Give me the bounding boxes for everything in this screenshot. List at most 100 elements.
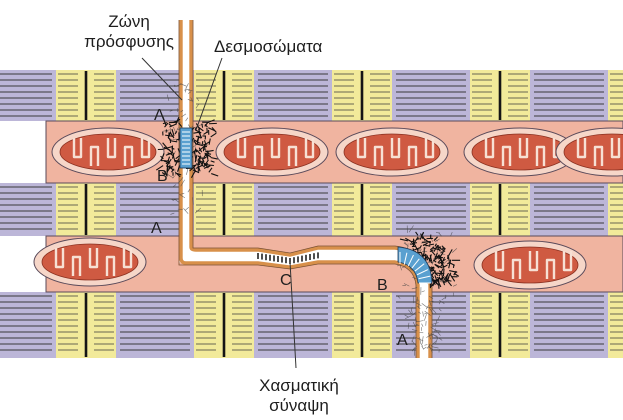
marker-a-bottom: A: [397, 332, 408, 349]
plaque-fibre: [168, 123, 173, 127]
plaque-fibre: [203, 165, 211, 169]
plaque-fibre: [165, 152, 174, 156]
adherens-fibre: [187, 99, 193, 102]
plaque-fibre: [434, 272, 439, 277]
adherens-fibre: [187, 188, 191, 193]
plaque-fibre: [202, 156, 207, 160]
adherens-fibre: [423, 346, 427, 350]
adherens-fibre: [426, 333, 433, 338]
mitochondrion: [335, 127, 449, 177]
adherens-fibre: [172, 138, 177, 141]
adherens-fibre: [416, 337, 424, 342]
mitochondrion: [33, 237, 147, 287]
plaque-fibre: [441, 247, 446, 251]
plaque-fibre: [210, 132, 217, 138]
membrane-edge-left: [178, 20, 417, 358]
adherens-fibre: [407, 322, 410, 329]
a-band: [254, 292, 332, 358]
plaque-fibre: [447, 275, 450, 280]
adherens-fibre: [435, 320, 438, 326]
plaque-fibre: [169, 139, 172, 144]
plaque-fibre: [415, 231, 419, 236]
plaque-fibre: [440, 251, 445, 253]
plaque-fibre: [203, 131, 208, 135]
plaque-fibre: [448, 249, 453, 256]
adherens-fibre: [412, 312, 416, 316]
plaque-fibre: [161, 172, 166, 175]
adherens-fibre: [172, 184, 177, 188]
desmosome-upper: [155, 116, 219, 179]
plaque-fibre: [201, 123, 204, 128]
adherens-fibre: [184, 206, 189, 211]
plaque-fibre: [432, 247, 441, 251]
a-band: [254, 183, 332, 236]
plaque-fibre: [196, 149, 201, 155]
adherens-fibre: [424, 310, 431, 316]
adherens-fibre: [426, 343, 432, 349]
adherens-fibre: [406, 243, 409, 249]
adherens-fibre: [452, 292, 455, 297]
desmosome-striation: [416, 269, 429, 276]
plaque-fibre: [433, 236, 438, 242]
a-band: [530, 292, 608, 358]
plaque-fibre: [207, 164, 214, 167]
plaque-fibre: [160, 153, 165, 162]
a-band: [530, 70, 608, 121]
plaque-fibre: [448, 261, 455, 266]
desmosome-striation: [403, 252, 408, 265]
adherens-fibre: [180, 109, 184, 113]
plaque-fibre: [424, 255, 427, 261]
marker-b-top: B: [157, 168, 168, 185]
myofilament-lines: [0, 73, 623, 351]
adherens-fibre: [403, 283, 410, 287]
plaque-fibre: [436, 272, 441, 275]
adherens-fibre: [194, 207, 202, 214]
plaque-fibre: [441, 245, 446, 250]
plaque-fibre: [162, 142, 168, 149]
label-gap-junction: Χασματική σύναψη: [234, 376, 364, 416]
mitochondrion-cristae: [72, 138, 151, 166]
adherens-fibre: [439, 300, 445, 305]
adherens-fibre: [443, 277, 447, 283]
mitochondrion: [555, 127, 623, 177]
adherens-fibre: [438, 337, 443, 341]
adherens-fibre: [453, 284, 458, 287]
adherens-fibre: [397, 264, 401, 267]
adherens-fibre: [396, 295, 401, 299]
adherens-fibre: [408, 309, 413, 316]
adherens-fibre: [438, 308, 442, 312]
plaque-fibre: [196, 135, 200, 145]
mitochondria: [33, 127, 623, 290]
plaque-fibre: [430, 281, 436, 288]
leader-fascia-adherens: [141, 57, 183, 101]
plaque-fibre: [437, 276, 441, 283]
plaque-fibre: [206, 149, 214, 153]
plaque-fibre: [434, 264, 440, 269]
adherens-fibre: [412, 321, 416, 328]
adherens-fibre: [181, 113, 187, 118]
a-band: [254, 70, 332, 121]
adherens-fibre: [421, 336, 424, 345]
adherens-fibre: [450, 232, 453, 237]
plaque-fibre: [448, 272, 452, 276]
a-band: [116, 292, 194, 358]
z-lines: [84, 71, 502, 357]
plaque-fibre: [176, 172, 182, 176]
plaque-fibre: [167, 131, 172, 138]
plaque-fibre: [423, 238, 431, 244]
adherens-fibre: [174, 83, 182, 88]
plaque-fibre: [204, 152, 212, 158]
adherens-fibre: [184, 88, 191, 91]
i-band: [608, 292, 623, 358]
adherens-fibre: [429, 300, 432, 307]
plaque-fibre: [426, 256, 433, 264]
plaque-fibre: [434, 255, 441, 260]
adherens-fibre: [424, 314, 427, 321]
plaque-fibre: [210, 156, 218, 160]
plaque-fibre: [171, 168, 175, 173]
plaque-fibre: [399, 238, 409, 242]
plaque-fibre: [171, 140, 178, 143]
plaque-fibre: [440, 261, 444, 267]
plaque-fibre: [155, 165, 164, 171]
adherens-fibre: [434, 238, 440, 243]
